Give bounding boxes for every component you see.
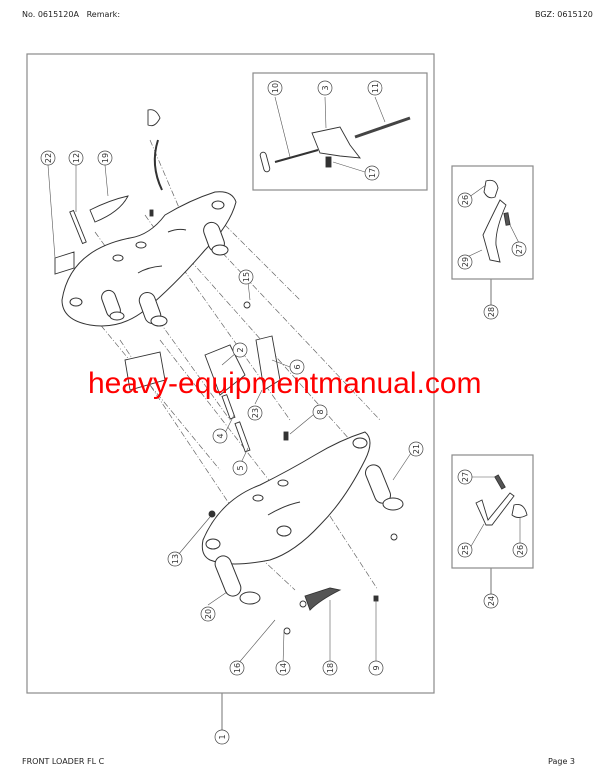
svg-text:27: 27 bbox=[461, 472, 470, 482]
callout-28: 28 bbox=[483, 304, 499, 320]
svg-text:10: 10 bbox=[271, 83, 280, 93]
leader-lines bbox=[47, 96, 521, 666]
callout-22: 22 bbox=[40, 150, 56, 166]
callout-6: 6 bbox=[289, 359, 305, 375]
svg-text:25: 25 bbox=[461, 545, 470, 555]
callout-16: 16 bbox=[229, 660, 245, 676]
callout-17: 17 bbox=[364, 165, 380, 181]
svg-text:17: 17 bbox=[368, 168, 377, 178]
callout-11: 11 bbox=[367, 80, 383, 96]
kit-28-frame bbox=[451, 165, 534, 280]
kit-24-frame bbox=[451, 454, 534, 569]
small-parts bbox=[54, 109, 398, 635]
callout-13: 13 bbox=[167, 551, 183, 567]
svg-text:13: 13 bbox=[171, 554, 180, 564]
bgz-number: BGZ: 0615120 bbox=[535, 10, 593, 19]
svg-text:14: 14 bbox=[279, 663, 288, 673]
callout-15: 15 bbox=[238, 269, 254, 285]
svg-text:22: 22 bbox=[44, 153, 53, 163]
svg-text:2: 2 bbox=[236, 347, 245, 352]
callout-14: 14 bbox=[275, 660, 291, 676]
svg-text:12: 12 bbox=[72, 153, 81, 163]
callout-27-upper: 27 bbox=[511, 241, 527, 257]
document-number: No. 0615120A Remark: bbox=[22, 10, 120, 19]
svg-text:19: 19 bbox=[101, 153, 110, 163]
callout-1: 1 bbox=[214, 729, 230, 745]
footer-title: FRONT LOADER FL C bbox=[22, 757, 105, 766]
callout-20: 20 bbox=[200, 606, 216, 622]
lower-plate bbox=[201, 431, 404, 605]
callouts: 22 12 19 10 3 11 17 15 2 6 4 23 8 5 21 1… bbox=[40, 80, 528, 745]
callout-21: 21 bbox=[408, 441, 424, 457]
watermark: heavy-equipmentmanual.com bbox=[88, 367, 482, 400]
callout-19: 19 bbox=[97, 150, 113, 166]
callout-10: 10 bbox=[267, 80, 283, 96]
svg-text:8: 8 bbox=[316, 409, 325, 414]
callout-26-upper: 26 bbox=[457, 192, 473, 208]
svg-text:1: 1 bbox=[218, 734, 227, 739]
callout-5: 5 bbox=[232, 460, 248, 476]
inset-detail-frame bbox=[252, 72, 428, 191]
callout-29: 29 bbox=[457, 254, 473, 270]
callout-18: 18 bbox=[322, 660, 338, 676]
svg-text:3: 3 bbox=[321, 85, 330, 90]
frames bbox=[26, 53, 534, 730]
svg-text:29: 29 bbox=[461, 257, 470, 267]
svg-text:20: 20 bbox=[204, 609, 213, 619]
callout-27-lower: 27 bbox=[457, 469, 473, 485]
upper-plate bbox=[61, 191, 237, 327]
svg-text:18: 18 bbox=[326, 663, 335, 673]
svg-text:23: 23 bbox=[251, 408, 260, 418]
callout-24: 24 bbox=[483, 593, 499, 609]
svg-text:26: 26 bbox=[516, 545, 525, 555]
svg-text:11: 11 bbox=[371, 83, 380, 93]
callout-26-lower: 26 bbox=[512, 542, 528, 558]
callout-2: 2 bbox=[232, 342, 248, 358]
callout-23: 23 bbox=[247, 405, 263, 421]
callout-9: 9 bbox=[368, 660, 384, 676]
svg-text:15: 15 bbox=[242, 272, 251, 282]
svg-text:27: 27 bbox=[515, 244, 524, 254]
svg-text:5: 5 bbox=[236, 465, 245, 470]
callout-3: 3 bbox=[317, 80, 333, 96]
callout-25: 25 bbox=[457, 542, 473, 558]
svg-text:28: 28 bbox=[487, 307, 496, 317]
svg-text:6: 6 bbox=[293, 364, 302, 369]
main-frame bbox=[26, 53, 435, 694]
svg-text:24: 24 bbox=[487, 596, 496, 606]
page-number: Page 3 bbox=[548, 757, 575, 766]
callout-12: 12 bbox=[68, 150, 84, 166]
remark-label: Remark: bbox=[86, 10, 121, 19]
callout-4: 4 bbox=[212, 428, 228, 444]
doc-number: No. 0615120A bbox=[22, 10, 79, 19]
svg-text:16: 16 bbox=[233, 663, 242, 673]
svg-text:9: 9 bbox=[372, 665, 381, 670]
svg-text:26: 26 bbox=[461, 195, 470, 205]
inset-detail-parts bbox=[259, 116, 411, 173]
kit-28-parts bbox=[482, 179, 511, 263]
svg-text:21: 21 bbox=[412, 444, 421, 454]
svg-text:4: 4 bbox=[216, 433, 225, 438]
kit-24-parts bbox=[475, 474, 528, 526]
callout-8: 8 bbox=[312, 404, 328, 420]
